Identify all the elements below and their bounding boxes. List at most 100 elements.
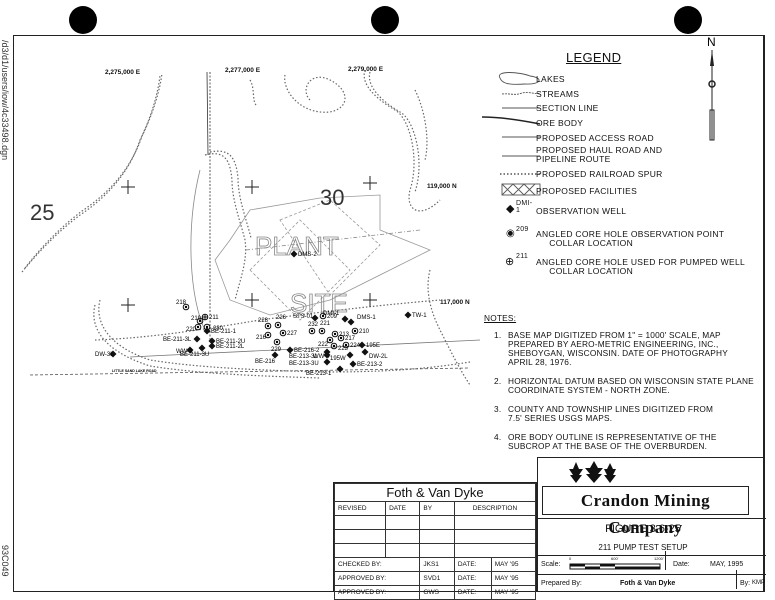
approved-by: GWS <box>419 585 455 600</box>
well-label: BE-211-2L <box>216 344 245 350</box>
col-header: BY <box>419 501 455 516</box>
well-label: DMI-1 <box>323 311 340 317</box>
well-label: 223 <box>338 346 349 352</box>
well-label: BE-216-2 <box>294 348 320 354</box>
legend-item: ANGLED CORE HOLE USED FOR PUMPED WELL CO… <box>536 257 745 276</box>
prepared-label: Prepared By: <box>541 580 582 587</box>
well-label: DMS-2 <box>298 252 317 258</box>
lake-symbol <box>498 72 540 85</box>
observation-well-icon <box>290 250 298 258</box>
observation-point-icon <box>196 317 204 325</box>
well-label: BE-213-3L <box>289 354 318 360</box>
well-label: 227 <box>287 331 298 337</box>
well-label: 229 <box>271 347 282 353</box>
observation-well-icon <box>286 346 294 354</box>
checked-label: CHECKED BY: <box>333 557 421 572</box>
scale-tick: 1200' <box>654 556 664 561</box>
notes: NOTES: 1.BASE MAP DIGITIZED FROM 1" = 10… <box>484 314 754 461</box>
observation-point-icon <box>264 322 272 330</box>
approved-label: APPROVED BY: <box>333 585 421 600</box>
observation-well-icon <box>361 348 369 356</box>
figure-number: FIGURE 3.6-25 <box>605 523 681 535</box>
well-label: 226 <box>276 315 287 321</box>
note-item: 4.ORE BODY OUTLINE IS REPRESENTATIVE OF … <box>494 432 717 451</box>
well-label: WW-2 <box>176 349 193 355</box>
observation-well-icon <box>404 311 412 319</box>
observation-well-icon <box>186 346 194 354</box>
date-label: Date: <box>673 561 690 568</box>
ore-body <box>214 194 431 316</box>
notes-title: NOTES: <box>484 313 517 323</box>
well-label: TW-1 <box>412 313 427 319</box>
observation-point-icon <box>308 327 316 335</box>
punch-hole <box>674 6 702 34</box>
title-block: Crandon Mining Company FIGURE 3.6-25 211… <box>537 457 766 592</box>
northing-label: 119,000 N <box>427 183 457 190</box>
date-label: DATE: <box>453 557 492 572</box>
road-label: LITTLE SAND LAKE ROAD <box>112 369 157 373</box>
company-name: Crandon Mining Company <box>542 486 749 537</box>
legend-item: PROPOSED FACILITIES <box>536 186 638 196</box>
north-label: N <box>707 35 716 49</box>
legend-item: PROPOSED RAILROAD SPUR <box>536 169 663 179</box>
approved-date: MAY '95 <box>490 585 537 600</box>
observation-well-icon: ◆ <box>506 203 515 215</box>
observation-point-icon <box>279 329 287 337</box>
well-label: 211 <box>209 315 219 321</box>
well-label: 221 <box>320 321 331 327</box>
scale-bar <box>569 563 661 570</box>
railroad-spur <box>245 229 421 251</box>
observation-well-icon <box>203 327 211 335</box>
northing-label: 117,000 N <box>440 299 470 306</box>
observation-well-icon <box>109 350 117 358</box>
well-label: BE-211-1 <box>211 329 237 335</box>
approved-by: SVD1 <box>419 571 455 586</box>
col-header: REVISED <box>333 501 387 516</box>
well-label: STS-01 <box>293 314 314 320</box>
facility-label: PLANT <box>255 231 339 261</box>
col-header: DESCRIPTION <box>453 501 537 516</box>
well-label: BE-213-1 <box>306 371 332 377</box>
observation-point-icon <box>264 331 272 339</box>
legend-item: ORE BODY <box>536 118 584 128</box>
well-label: BE-213-2 <box>357 362 383 368</box>
well-label: BE-216 <box>255 359 276 365</box>
north-arrow: N <box>707 35 716 141</box>
well-label: BE-211-3L <box>163 337 192 343</box>
well-label: 217 <box>345 336 356 342</box>
well-label: 224 <box>350 343 361 349</box>
well-label: 230 <box>213 326 224 332</box>
date-label: DATE: <box>453 585 492 600</box>
checked-date: MAY '95 <box>490 557 537 572</box>
checked-by: JKS1 <box>419 557 455 572</box>
well-label: 195W <box>330 356 346 362</box>
well-label: 220 <box>186 327 197 333</box>
observation-well-icon <box>323 358 331 366</box>
easting-label: 2,279,000 E <box>348 66 384 73</box>
pumped-well-icon: ⊕ <box>505 256 515 268</box>
observation-well-icon <box>358 341 366 349</box>
observation-point-icon <box>274 321 282 329</box>
observation-point-icon <box>342 341 350 349</box>
well-label: 210 <box>359 329 370 335</box>
well-label: BE-211-3U <box>180 352 209 358</box>
facility-label: SITE <box>290 288 348 318</box>
observation-well-icon <box>198 344 206 352</box>
col-header: DATE <box>385 501 421 516</box>
observation-point-icon <box>331 330 339 338</box>
stream <box>204 153 247 301</box>
well-label: DW-3L <box>95 352 114 358</box>
date-label: DATE: <box>453 571 492 586</box>
legend-sample: 209 <box>516 226 529 233</box>
well-label: DMS-1 <box>357 315 376 321</box>
well-label: 213 <box>339 332 350 338</box>
observation-point-icon <box>318 327 326 335</box>
approved-label: APPROVED BY: <box>333 571 421 586</box>
legend-symbols <box>481 72 541 196</box>
legend-item: SECTION LINE <box>536 103 599 113</box>
observation-point-icon <box>273 338 281 346</box>
well-label: DW-2L <box>369 354 388 360</box>
well-label: 228 <box>258 318 269 324</box>
legend-sample: DMI-1 <box>516 200 533 214</box>
